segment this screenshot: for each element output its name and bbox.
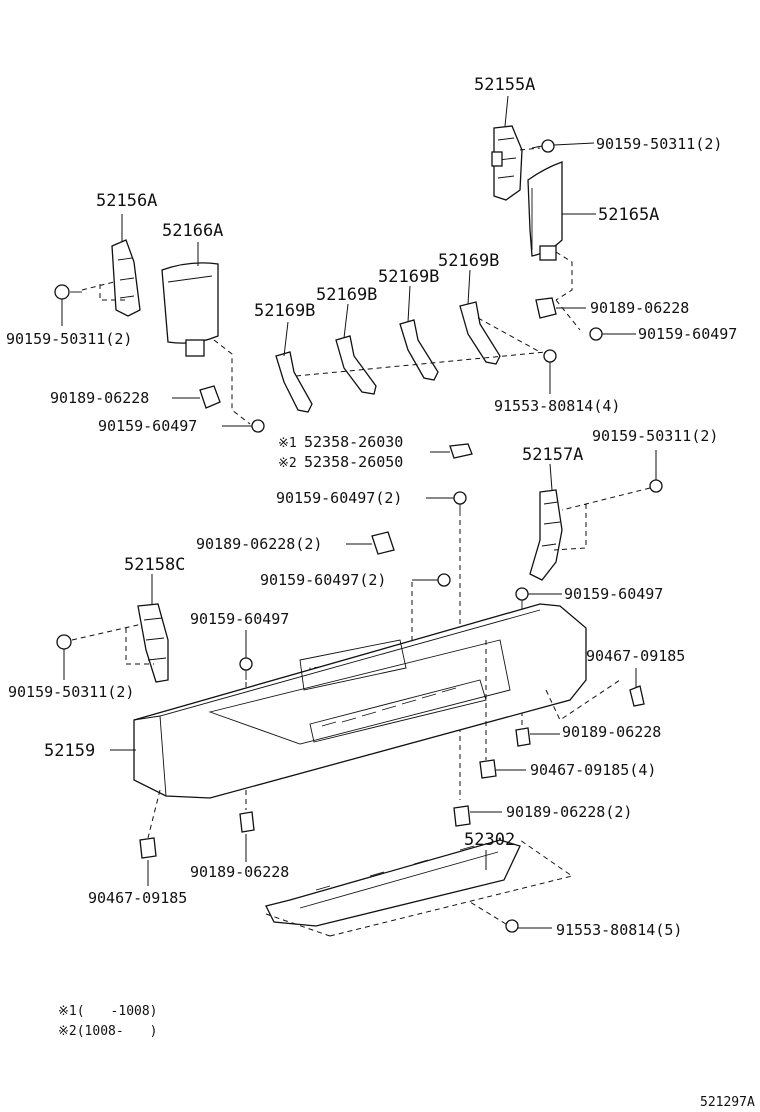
stay-52169B-4 bbox=[459, 301, 501, 365]
stay-52169B-1 bbox=[275, 351, 313, 413]
screw-90159-60497-right bbox=[589, 327, 603, 341]
label-52169B-b: 52169B bbox=[316, 285, 377, 305]
cover-52166A bbox=[161, 262, 219, 357]
clip-90189-06228-2-b bbox=[453, 805, 471, 827]
label-90159-60497-r2: 90159-60497 bbox=[564, 585, 663, 603]
label-90159-50311-2-mid: 90159-50311(2) bbox=[592, 427, 718, 445]
label-52156A: 52156A bbox=[96, 191, 157, 211]
cover-52302 bbox=[265, 839, 521, 927]
label-90467-09185-r: 90467-09185 bbox=[586, 647, 685, 665]
stay-52169B-2 bbox=[335, 335, 377, 395]
screw-90159-60497-c bbox=[239, 657, 253, 680]
label-52158C: 52158C bbox=[124, 555, 185, 575]
diagram-id: 521297A bbox=[700, 1095, 755, 1110]
bracket-52155A bbox=[491, 125, 523, 201]
label-52358-26050: 52358-26050 bbox=[304, 453, 403, 471]
label-90189-06228-right: 90189-06228 bbox=[590, 299, 689, 317]
footnote-1: ※1( -1008) bbox=[58, 1004, 158, 1019]
screw-90159-60497-2-b bbox=[437, 573, 451, 587]
bolt-91553-80814-4 bbox=[543, 349, 557, 363]
bolt-91553-80814-5 bbox=[505, 919, 519, 933]
label-52159: 52159 bbox=[44, 741, 95, 761]
label-52166A: 52166A bbox=[162, 221, 223, 241]
clip-90467-09185-low bbox=[139, 837, 157, 859]
clip-90189-06228-right bbox=[535, 297, 557, 319]
label-52169B-d: 52169B bbox=[438, 251, 499, 271]
label-90159-50311-2-top: 90159-50311(2) bbox=[596, 135, 722, 153]
cover-52165A bbox=[527, 161, 563, 261]
clip-90467-09185-r bbox=[629, 685, 645, 707]
bumper-52159 bbox=[133, 603, 587, 799]
label-90189-06228-left: 90189-06228 bbox=[50, 389, 149, 407]
screw-90159-50311-mid bbox=[649, 479, 663, 493]
label-90159-50311-2-low: 90159-50311(2) bbox=[8, 683, 134, 701]
label-52358-26030: 52358-26030 bbox=[304, 433, 403, 451]
screw-90159-60497-2-a bbox=[453, 491, 467, 516]
bracket-52158C bbox=[137, 603, 169, 683]
clip-90189-06228-left bbox=[199, 385, 221, 409]
label-90159-60497-left: 90159-60497 bbox=[98, 417, 197, 435]
label-90159-60497-right: 90159-60497 bbox=[638, 325, 737, 343]
clip-52358 bbox=[449, 443, 473, 459]
screw-90159-60497-r2 bbox=[515, 587, 529, 610]
clip-90467-09185-4 bbox=[479, 759, 497, 779]
label-90189-06228-low: 90189-06228 bbox=[190, 863, 289, 881]
label-91553-80814-4: 91553-80814(4) bbox=[494, 397, 620, 415]
label-90189-06228-2-b: 90189-06228(2) bbox=[506, 803, 632, 821]
label-52302: 52302 bbox=[464, 830, 515, 850]
screw-90159-50311-left bbox=[54, 284, 82, 300]
label-90159-60497-c: 90159-60497 bbox=[190, 610, 289, 628]
label-90159-60497-2-b: 90159-60497(2) bbox=[260, 571, 386, 589]
label-90467-09185-4: 90467-09185(4) bbox=[530, 761, 656, 779]
label-52157A: 52157A bbox=[522, 445, 583, 465]
mark-1: ※1 bbox=[278, 436, 297, 451]
label-90467-09185-low: 90467-09185 bbox=[88, 889, 187, 907]
label-90189-06228-r2: 90189-06228 bbox=[562, 723, 661, 741]
label-91553-80814-5: 91553-80814(5) bbox=[556, 921, 682, 939]
bracket-52157A bbox=[529, 489, 563, 581]
label-90159-60497-2-a: 90159-60497(2) bbox=[276, 489, 402, 507]
label-52169B-c: 52169B bbox=[378, 267, 439, 287]
clip-90189-06228-2-a bbox=[371, 531, 395, 555]
footnote-2: ※2(1008- ) bbox=[58, 1024, 158, 1039]
label-90189-06228-2-a: 90189-06228(2) bbox=[196, 535, 322, 553]
label-52165A: 52165A bbox=[598, 205, 659, 225]
bracket-52156A bbox=[111, 239, 141, 317]
mark-2: ※2 bbox=[278, 456, 297, 471]
screw-90159-50311-top bbox=[531, 139, 555, 153]
clip-90189-06228-low bbox=[239, 811, 255, 833]
clip-90189-06228-r2 bbox=[515, 727, 531, 747]
screw-90159-60497-left bbox=[251, 419, 265, 433]
label-90159-50311-2-left: 90159-50311(2) bbox=[6, 330, 132, 348]
label-52169B-a: 52169B bbox=[254, 301, 315, 321]
screw-90159-50311-low bbox=[56, 634, 72, 650]
label-52155A: 52155A bbox=[474, 75, 535, 95]
stay-52169B-3 bbox=[399, 319, 439, 381]
